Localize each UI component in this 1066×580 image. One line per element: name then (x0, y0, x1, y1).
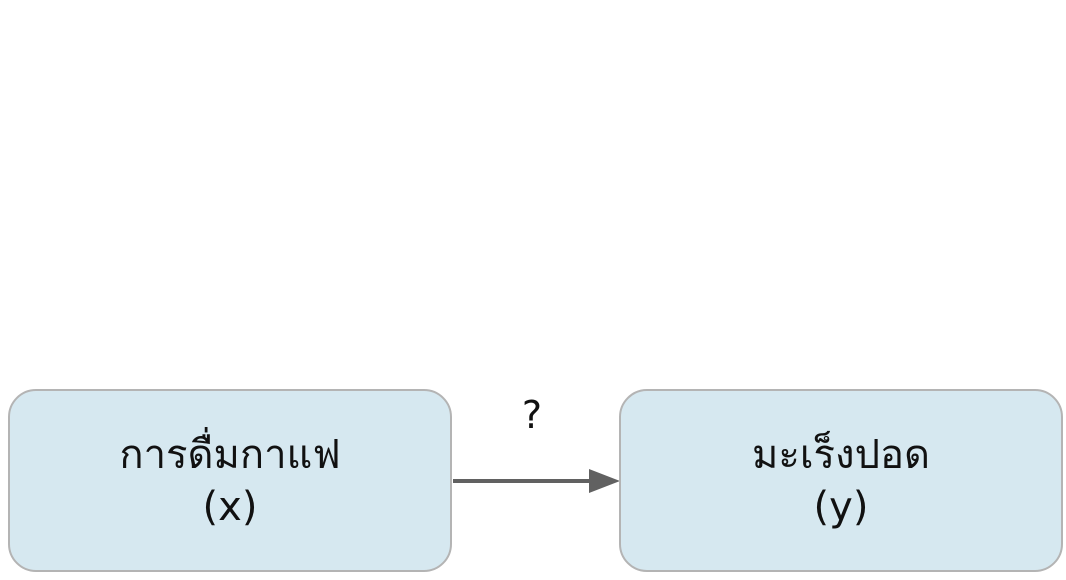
node-x-variable: (x) (202, 483, 258, 530)
arrow-head (589, 469, 620, 493)
edge-label-question-mark: ? (521, 393, 543, 437)
node-y-variable: (y) (813, 483, 869, 530)
node-coffee-drinking: การดื่มกาแฟ (x) (8, 389, 452, 572)
node-lung-cancer: มะเร็งปอด (y) (619, 389, 1063, 572)
node-x-label: การดื่มกาแฟ (119, 431, 341, 478)
node-y-label: มะเร็งปอด (752, 431, 930, 478)
